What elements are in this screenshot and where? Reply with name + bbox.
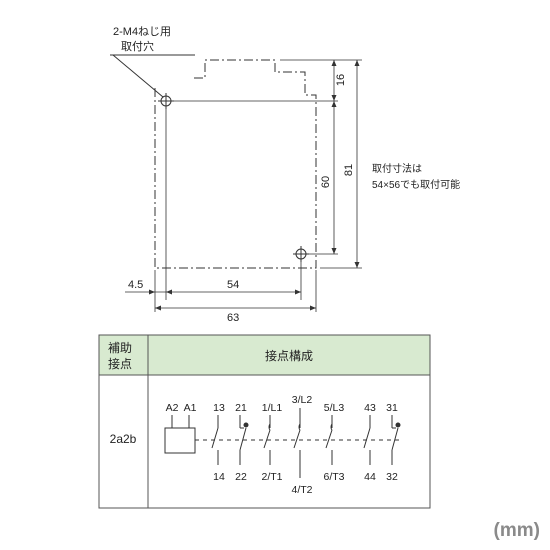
terminal-2T1: 2/T1	[261, 471, 282, 483]
contact-21-22	[239, 415, 249, 465]
terminal-22: 22	[235, 471, 247, 483]
hole-label-line1: 2-M4ねじ用	[113, 25, 171, 38]
dim-54-label: 54	[227, 279, 239, 291]
terminal-A2: A2	[166, 402, 179, 414]
unit-label: (mm)	[494, 520, 540, 541]
terminal-32: 32	[386, 471, 398, 483]
terminal-6T3: 6/T3	[323, 471, 344, 483]
contact-31-32	[391, 415, 401, 465]
terminal-4T2: 4/T2	[291, 484, 312, 496]
leader-line-diagonal	[112, 54, 164, 98]
contact-13-14	[211, 415, 219, 465]
contact-schematic	[164, 408, 401, 478]
mounting-drawing	[110, 54, 362, 312]
terminal-43: 43	[364, 402, 376, 414]
terminal-44: 44	[364, 471, 376, 483]
coil-symbol	[164, 427, 196, 454]
table-header-bg	[99, 335, 430, 375]
header-col2: 接点構成	[265, 348, 313, 363]
terminal-14: 14	[213, 471, 225, 483]
contact-5L3-6T3	[325, 415, 333, 465]
header-col1-line1: 補助	[108, 341, 132, 355]
dim-16-label: 16	[335, 74, 347, 86]
dim-81-label: 81	[343, 164, 355, 176]
mount-note-line2: 54×56でも取付可能	[372, 178, 460, 191]
terminal-5L3: 5/L3	[324, 402, 345, 414]
contact-3L2-4T2	[293, 408, 301, 478]
terminal-13: 13	[213, 402, 225, 414]
contact-table	[98, 334, 431, 509]
terminal-31: 31	[386, 402, 398, 414]
dim-4-5-label: 4.5	[128, 279, 143, 291]
contact-1L1-2T1	[263, 415, 271, 465]
hole-label-line2: 取付穴	[121, 39, 154, 53]
row-type-label: 2a2b	[110, 432, 137, 446]
mount-note-line1: 取付寸法は	[372, 162, 422, 175]
outline-dashdot	[154, 59, 317, 269]
header-col1-line2: 接点	[108, 356, 132, 371]
terminal-1L1: 1/L1	[262, 402, 283, 414]
terminal-3L2: 3/L2	[292, 394, 313, 406]
terminal-21: 21	[235, 402, 247, 414]
mount-hole-bottom-right	[293, 246, 309, 262]
contact-43-44	[363, 415, 371, 465]
dim-63-label: 63	[227, 312, 239, 324]
mount-hole-top-left	[158, 93, 174, 109]
terminal-A1: A1	[184, 402, 197, 414]
dim-60-label: 60	[320, 176, 332, 188]
